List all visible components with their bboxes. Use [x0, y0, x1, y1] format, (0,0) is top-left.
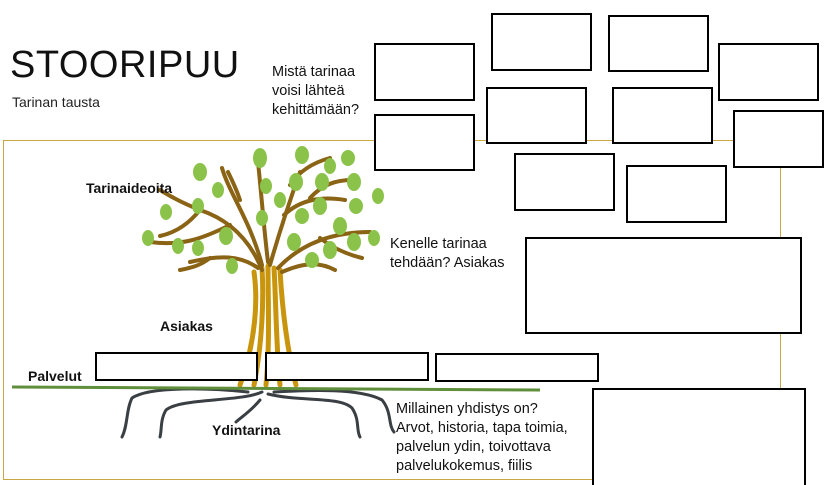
question-story-origin: Mistä tarinaa voisi lähteä kehittämään? [272, 63, 359, 120]
audience-box[interactable] [525, 237, 802, 334]
leaf [212, 182, 224, 198]
question-line: palvelun ydin, toivottava [396, 439, 551, 455]
service-box[interactable] [265, 352, 429, 381]
idea-box[interactable] [374, 43, 475, 101]
label-core-story: Ydintarina [212, 422, 281, 438]
leaf [324, 158, 336, 174]
leaf [192, 240, 204, 256]
leaf [341, 150, 355, 166]
leaf [323, 241, 337, 259]
leaf [289, 173, 303, 191]
idea-box[interactable] [608, 15, 709, 72]
page-subtitle: Tarinan tausta [12, 94, 100, 110]
label-story-ideas: Tarinaideoita [86, 180, 173, 196]
leaf [274, 192, 286, 208]
idea-box[interactable] [733, 110, 824, 168]
idea-box[interactable] [491, 13, 592, 71]
core-story-box[interactable] [592, 388, 806, 485]
question-line: Millainen yhdistys on? [396, 401, 538, 417]
leaf [295, 146, 309, 164]
question-line: palvelukokemus, fiilis [396, 458, 533, 474]
leaf [287, 233, 301, 251]
leaf [172, 238, 184, 254]
idea-box[interactable] [486, 87, 587, 144]
leaf [219, 227, 233, 245]
leaf [260, 178, 272, 194]
tree-leaves [142, 146, 384, 274]
ground-line [11, 385, 541, 392]
leaf [305, 252, 319, 268]
leaf [347, 233, 361, 251]
idea-box[interactable] [514, 153, 615, 211]
page-title: STOORIPUU [10, 44, 240, 86]
question-line: voisi lähteä [272, 83, 345, 99]
question-audience: Kenelle tarinaa tehdään? Asiakas [390, 235, 504, 273]
leaf [368, 230, 380, 246]
idea-box[interactable] [626, 165, 727, 223]
idea-box[interactable] [718, 43, 819, 101]
leaf [256, 210, 268, 226]
leaf [193, 163, 207, 181]
leaf [226, 258, 238, 274]
label-services: Palvelut [28, 368, 82, 384]
leaf [160, 204, 172, 220]
service-box[interactable] [95, 352, 258, 381]
question-line: tehdään? Asiakas [390, 255, 505, 271]
service-box[interactable] [435, 353, 599, 382]
idea-box[interactable] [612, 87, 713, 144]
leaf [313, 197, 327, 215]
leaf [349, 198, 363, 214]
question-line: Kenelle tarinaa [390, 236, 487, 252]
question-line: Arvot, historia, tapa toimia, [396, 420, 568, 436]
leaf [192, 198, 204, 214]
idea-box[interactable] [374, 114, 475, 171]
leaf [347, 173, 361, 191]
leaf [333, 217, 347, 235]
leaf [142, 230, 154, 246]
leaf [372, 188, 384, 204]
leaf [295, 208, 309, 224]
leaf [253, 148, 267, 168]
leaf [315, 173, 329, 191]
question-core-story: Millainen yhdistys on? Arvot, historia, … [396, 400, 568, 476]
question-line: Mistä tarinaa [272, 64, 356, 80]
label-customer: Asiakas [160, 318, 213, 334]
question-line: kehittämään? [272, 102, 360, 118]
